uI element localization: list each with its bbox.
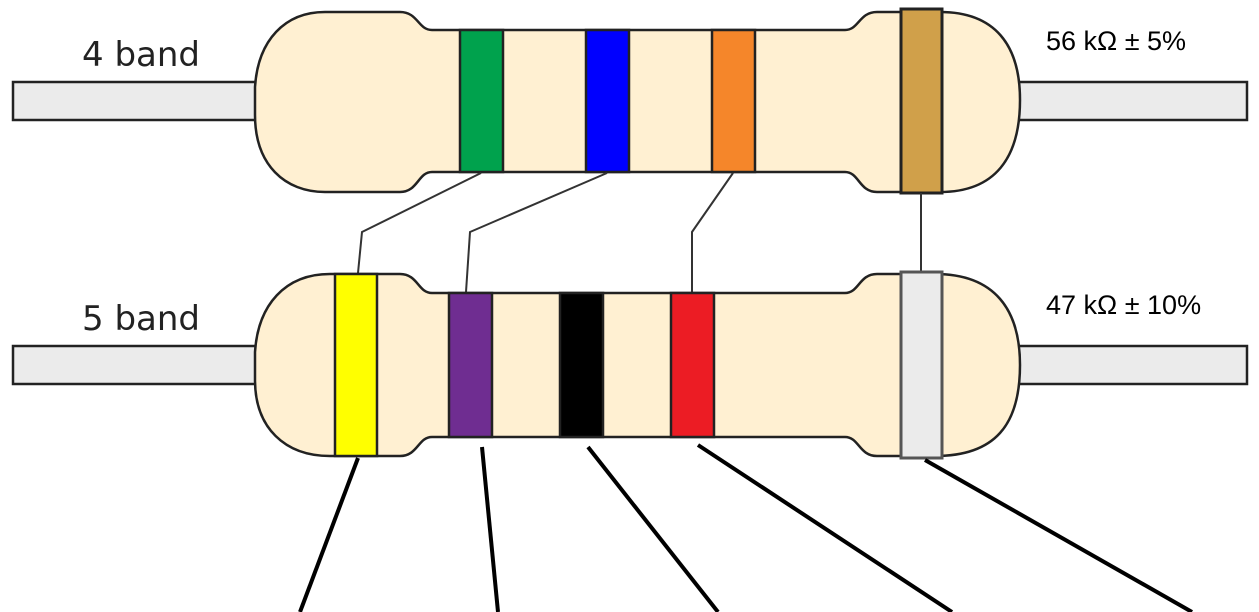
four-band-band-3 (712, 30, 755, 172)
four-band-left-lead (13, 82, 258, 120)
five-band-right-lead (1012, 346, 1247, 384)
five-band-band-4 (671, 293, 714, 437)
connector-line-orange-to-black (692, 173, 733, 292)
four-band-right-lead (1012, 82, 1247, 120)
four-band-label: 4 band (82, 35, 200, 75)
pointer-lines (300, 445, 1192, 612)
four-band-band-4 (901, 9, 942, 193)
connector-line-blue-to-violet (466, 173, 607, 292)
five-band-band-5 (901, 272, 942, 458)
five-band-value: 47 kΩ ± 10% (1046, 290, 1201, 320)
five-band-resistor: 5 band 47 kΩ ± 10% (13, 272, 1247, 458)
pointer-line-band-1 (300, 458, 358, 612)
five-band-band-2 (449, 293, 492, 437)
five-band-band-3 (560, 293, 603, 437)
four-band-band-2 (586, 30, 629, 172)
four-band-resistor: 4 band 56 kΩ ± 5% (13, 9, 1247, 193)
four-band-value: 56 kΩ ± 5% (1046, 26, 1186, 56)
five-band-left-lead (13, 346, 258, 384)
pointer-line-band-2 (482, 447, 498, 612)
five-band-band-1 (335, 274, 377, 456)
pointer-line-band-5 (925, 460, 1192, 612)
pointer-line-band-3 (588, 447, 718, 612)
five-band-label: 5 band (82, 299, 200, 339)
band-connector-lines (358, 173, 921, 292)
pointer-line-band-4 (698, 445, 952, 612)
four-band-band-1 (460, 30, 503, 172)
